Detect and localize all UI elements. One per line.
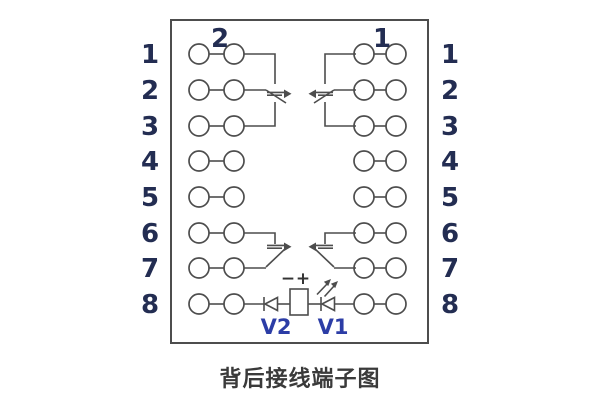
- polarity-plus-label: +: [296, 269, 310, 289]
- terminal-number: 3: [441, 112, 459, 142]
- terminal-circle: [223, 222, 245, 244]
- terminal-number: 7: [141, 254, 159, 284]
- relay-coil-icon: [289, 288, 309, 316]
- terminal-number: 6: [441, 219, 459, 249]
- terminal-circle: [353, 115, 375, 137]
- terminal-circle: [353, 79, 375, 101]
- terminal-circle: [385, 150, 407, 172]
- terminal-circle: [223, 186, 245, 208]
- terminal-number: 5: [141, 183, 159, 213]
- terminal-circle: [353, 186, 375, 208]
- right-bottom-contact: [308, 232, 356, 269]
- actuation-arrow-icon: [284, 89, 292, 99]
- terminal-number: 2: [141, 76, 159, 106]
- terminal-number: 1: [141, 40, 159, 70]
- left-group-label: 2: [211, 24, 229, 54]
- terminal-number: 4: [141, 147, 159, 177]
- terminal-circle: [188, 293, 210, 315]
- figure-caption: 背后接线端子图: [219, 366, 380, 392]
- terminal-circle: [385, 43, 407, 65]
- terminal-circle: [385, 257, 407, 279]
- contact-arm: [313, 247, 335, 268]
- terminal-circle: [188, 79, 210, 101]
- terminal-number: 4: [441, 147, 459, 177]
- polarity-minus-label: −: [281, 269, 295, 289]
- terminal-circle: [188, 150, 210, 172]
- left-terminal-numbers: 1 2 3 4 5 6 7 8: [141, 40, 159, 320]
- terminal-circle: [353, 222, 375, 244]
- led-v1-label: V1: [318, 315, 349, 339]
- terminal-circle: [353, 150, 375, 172]
- terminal-number: 8: [141, 290, 159, 320]
- terminal-circle: [188, 186, 210, 208]
- terminal-circle: [385, 222, 407, 244]
- terminal-number: 2: [441, 76, 459, 106]
- terminal-circle: [188, 115, 210, 137]
- terminal-circle: [353, 257, 375, 279]
- terminal-circle: [188, 257, 210, 279]
- terminal-circle: [385, 79, 407, 101]
- terminal-circle: [223, 115, 245, 137]
- terminal-circle: [353, 43, 375, 65]
- terminal-number: 8: [441, 290, 459, 320]
- diode-v2-icon: [263, 296, 279, 312]
- terminal-circle: [385, 186, 407, 208]
- terminal-circle: [385, 293, 407, 315]
- terminal-circle: [188, 43, 210, 65]
- terminal-number: 7: [441, 254, 459, 284]
- terminal-circle: [223, 293, 245, 315]
- terminal-block-frame: [170, 19, 429, 344]
- actuation-arrow-icon: [308, 89, 316, 99]
- right-top-contact: [308, 53, 356, 127]
- diode-v2-label: V2: [261, 315, 292, 339]
- terminal-number: 3: [141, 112, 159, 142]
- terminal-number: 5: [441, 183, 459, 213]
- right-group-label: 1: [373, 24, 391, 54]
- right-terminal-numbers: 1 2 3 4 5 6 7 8: [441, 40, 459, 320]
- led-v1-icon: [320, 296, 336, 312]
- terminal-number: 1: [441, 40, 459, 70]
- terminal-circles: [188, 43, 407, 315]
- terminal-circle: [188, 222, 210, 244]
- terminal-circle: [223, 257, 245, 279]
- terminal-circle: [353, 293, 375, 315]
- left-bottom-contact: [244, 232, 292, 269]
- coil-circuit-row8: [244, 279, 354, 316]
- terminal-circle: [223, 79, 245, 101]
- led-emission-arrows-icon: [316, 279, 338, 298]
- terminal-circle: [385, 115, 407, 137]
- left-top-contact: [244, 53, 292, 127]
- terminal-number: 6: [141, 219, 159, 249]
- actuation-arrow-icon: [308, 242, 316, 252]
- terminal-circle: [223, 150, 245, 172]
- contact-arm: [265, 247, 287, 268]
- actuation-arrow-icon: [284, 242, 292, 252]
